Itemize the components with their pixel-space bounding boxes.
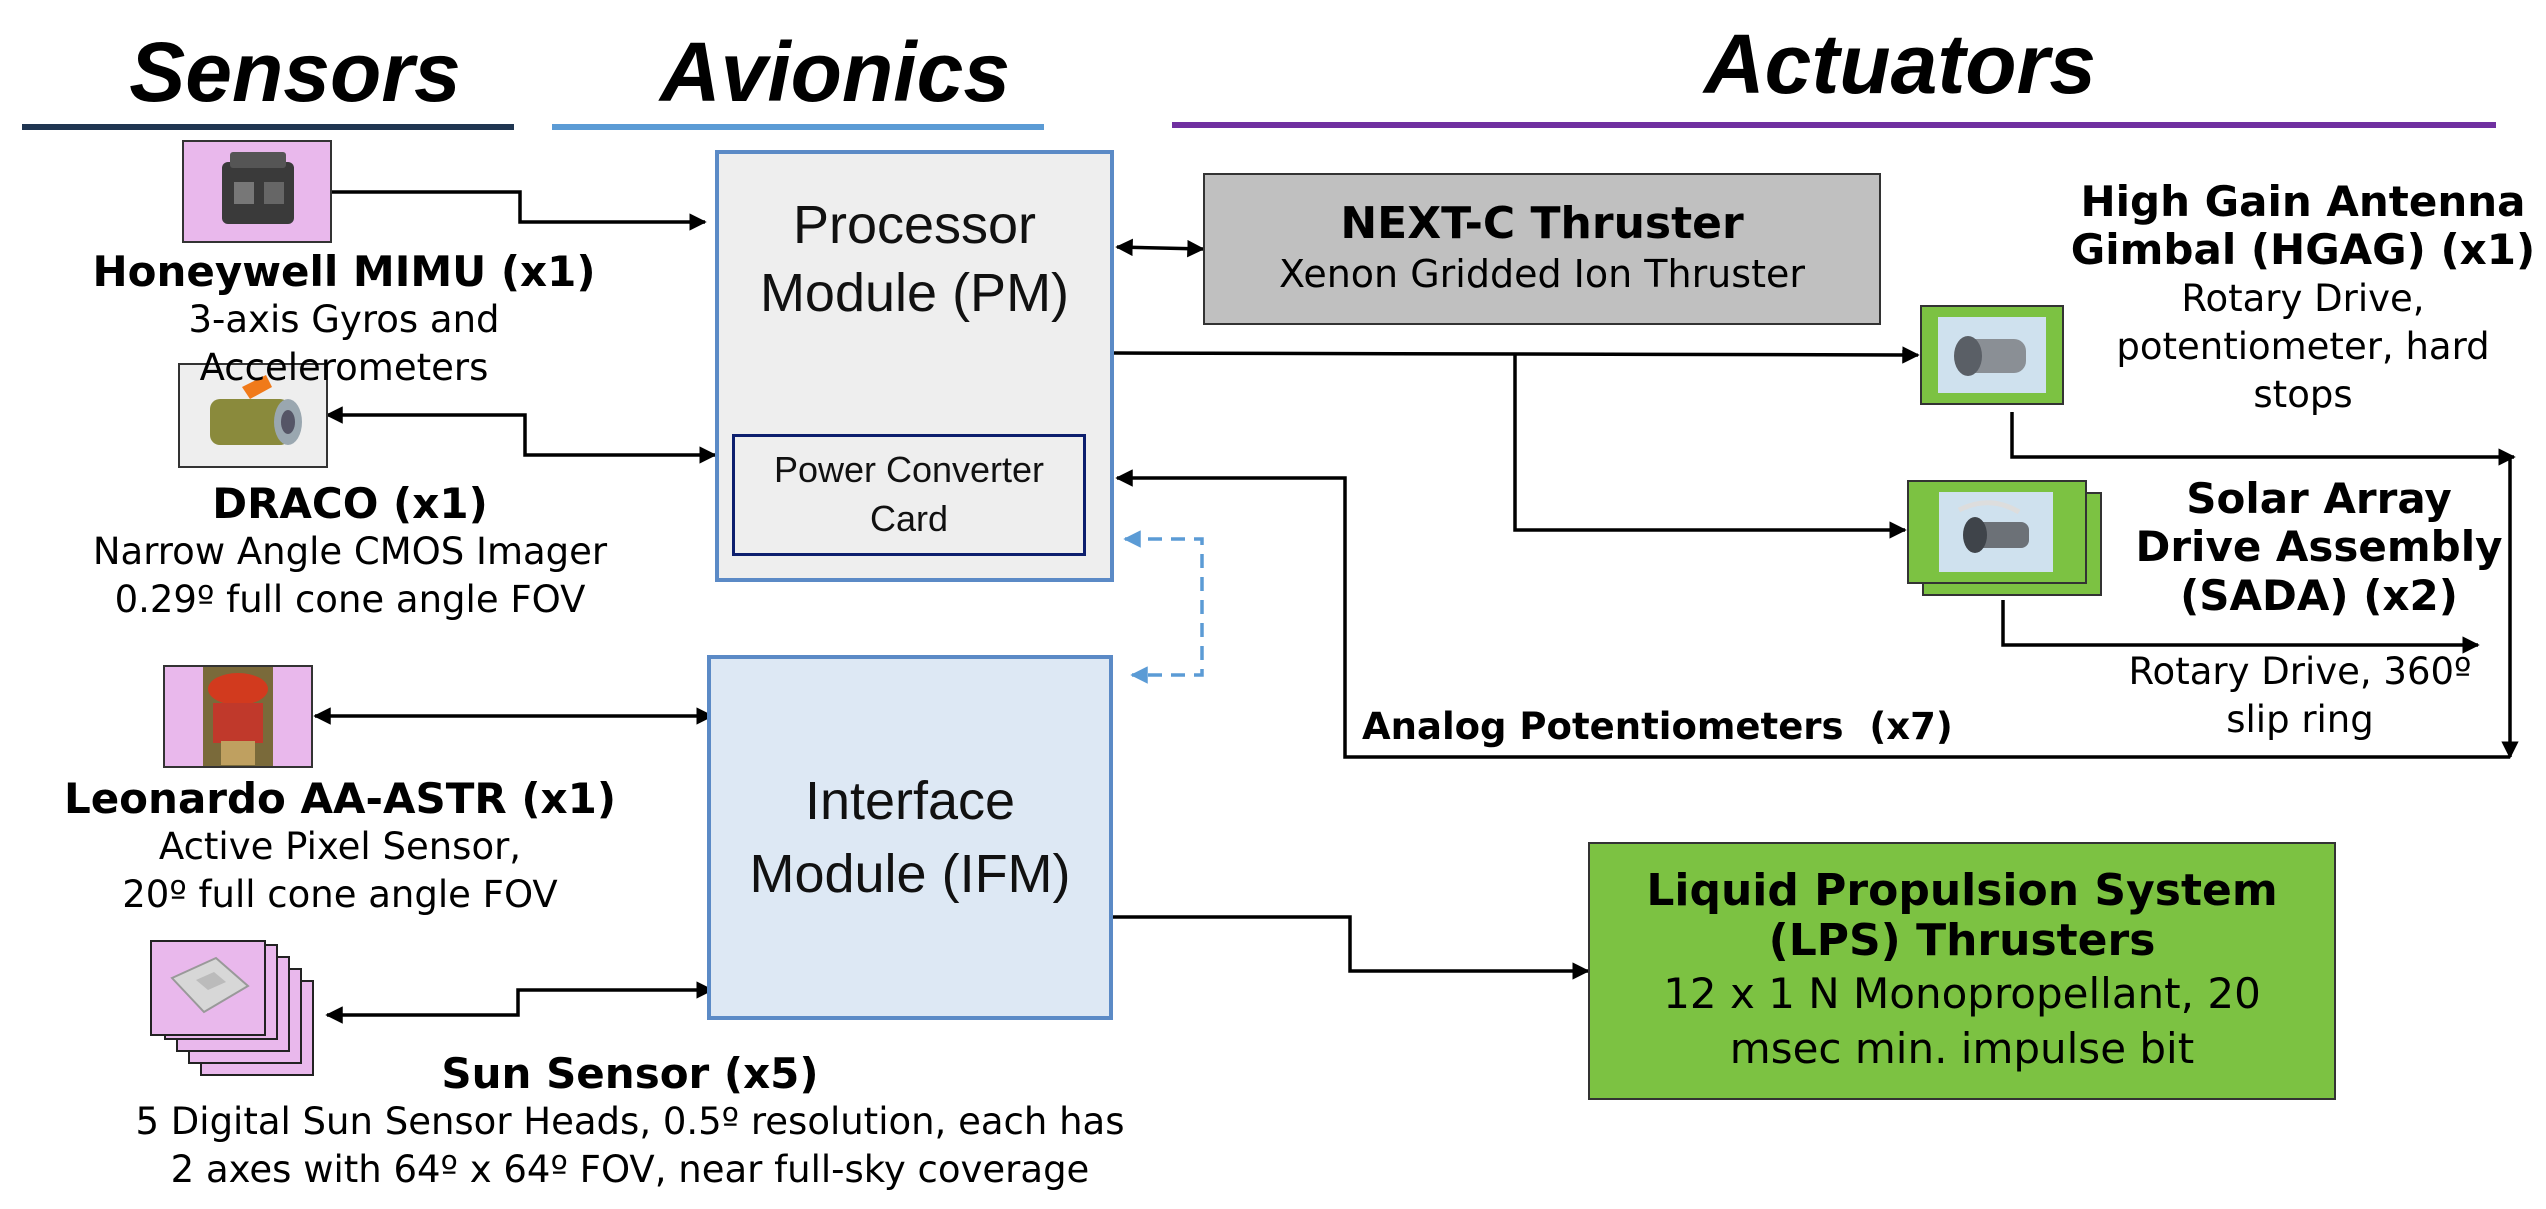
actuators-header-underline <box>1172 122 2496 128</box>
draco-name: DRACO (x1) <box>212 479 488 528</box>
avionics-header: Avionics <box>659 25 1011 119</box>
ifm-line-2: Module (IFM) <box>749 843 1071 904</box>
pm-ifm-dashed-arrow <box>1123 530 1204 684</box>
ifm-line-1: Interface <box>804 770 1016 831</box>
mimu-desc: 3-axis Gyros and Accelerometers <box>188 298 500 390</box>
astr-desc-2: 20º full cone angle FOV <box>122 873 558 917</box>
astr-name: Leonardo AA-ASTR (x1) <box>63 774 617 823</box>
sada-name-3: (SADA) (x2) <box>2180 570 2458 620</box>
hgag-image <box>1920 305 2064 405</box>
sensors-header: Sensors <box>129 25 461 119</box>
draco-desc-2: 0.29º full cone angle FOV <box>114 578 586 622</box>
lps-name-2: (LPS) Thrusters <box>1768 915 2156 967</box>
hgag-desc-1: Rotary Drive, <box>2181 276 2425 320</box>
sun-sensor-name: Sun Sensor (x5) <box>441 1049 819 1098</box>
hgag-desc-3: stops <box>2253 372 2353 416</box>
sun-sensor-image-1 <box>150 940 266 1036</box>
sada-desc-group: Rotary Drive, 360º slip ring <box>2080 648 2520 744</box>
avionics-header-underline <box>552 124 1044 130</box>
pm-to-sada-arrow <box>1513 353 1907 539</box>
sada-name-2: Drive Assembly <box>2135 522 2503 572</box>
sada-name-1: Solar Array <box>2186 474 2452 523</box>
sensors-header-underline <box>22 124 514 130</box>
hgag-name-1: High Gain Antenna <box>2080 177 2526 226</box>
next-c-name: NEXT-C Thruster <box>1340 198 1744 249</box>
hgag-name-2: Gimbal (HGAG) (x1) <box>2070 225 2536 275</box>
next-c-thruster-box: NEXT-C Thruster Xenon Gridded Ion Thrust… <box>1203 173 1881 325</box>
draco-pm-arrow <box>325 406 717 464</box>
draco-label-group: DRACO (x1) Narrow Angle CMOS Imager 0.29… <box>0 479 710 624</box>
sun-sensor-desc-1: 5 Digital Sun Sensor Heads, 0.5º resolut… <box>135 1100 1125 1144</box>
pm-line-2: Module (PM) <box>759 262 1070 323</box>
pcc-line-1: Power Converter <box>773 449 1045 491</box>
pot-return-to-pm-arrow <box>1115 469 2510 759</box>
astr-image <box>163 665 313 768</box>
draco-image <box>178 363 328 468</box>
lps-desc-1: 12 x 1 N Monopropellant, 20 <box>1663 969 2261 1018</box>
sun-sensor-label-group: Sun Sensor (x5) 5 Digital Sun Sensor Hea… <box>40 1049 1220 1194</box>
hgag-desc-2: potentiometer, hard <box>2116 324 2490 368</box>
lps-thrusters-box: Liquid Propulsion System (LPS) Thrusters… <box>1588 842 2336 1100</box>
sun-ifm-arrow <box>325 981 714 1024</box>
mimu-label-group: Honeywell MIMU (x1) 3-axis Gyros and Acc… <box>40 247 648 392</box>
draco-desc-1: Narrow Angle CMOS Imager <box>92 530 608 574</box>
pm-next-arrow <box>1115 238 1205 258</box>
ifm-to-lps-arrow <box>1112 915 1590 980</box>
sada-desc-2: slip ring <box>2226 698 2374 742</box>
mimu-image <box>182 140 332 243</box>
analog-potentiometers-label: Analog Potentiometers (x7) <box>1362 705 1953 748</box>
sada-desc-1: Rotary Drive, 360º <box>2128 650 2472 693</box>
sada-pot-line <box>2001 600 2480 654</box>
actuators-header: Actuators <box>1703 17 2097 111</box>
lps-desc-2: msec min. impulse bit <box>1729 1023 2195 1073</box>
sada-label-group: Solar Array Drive Assembly (SADA) (x2) <box>2124 474 2514 620</box>
mimu-name: Honeywell MIMU (x1) <box>92 247 596 296</box>
next-c-desc: Xenon Gridded Ion Thruster <box>1279 251 1805 296</box>
astr-label-group: Leonardo AA-ASTR (x1) Active Pixel Senso… <box>40 774 640 919</box>
hgag-pot-line <box>2010 412 2516 466</box>
power-converter-card-box: Power Converter Card <box>732 434 1086 556</box>
astr-desc-1: Active Pixel Sensor, <box>158 825 522 869</box>
sun-sensor-desc-2: 2 axes with 64º x 64º FOV, near full-sky… <box>170 1148 1090 1192</box>
sada-image-1 <box>1907 480 2087 584</box>
interface-module-box: Interface Module (IFM) <box>707 655 1113 1020</box>
hgag-label-group: High Gain Antenna Gimbal (HGAG) (x1) Rot… <box>2060 177 2546 419</box>
pm-line-1: Processor <box>792 195 1037 255</box>
lps-name-1: Liquid Propulsion System <box>1646 864 2278 916</box>
pcc-line-2: Card <box>869 498 949 539</box>
mimu-to-pm-arrow <box>332 190 707 231</box>
